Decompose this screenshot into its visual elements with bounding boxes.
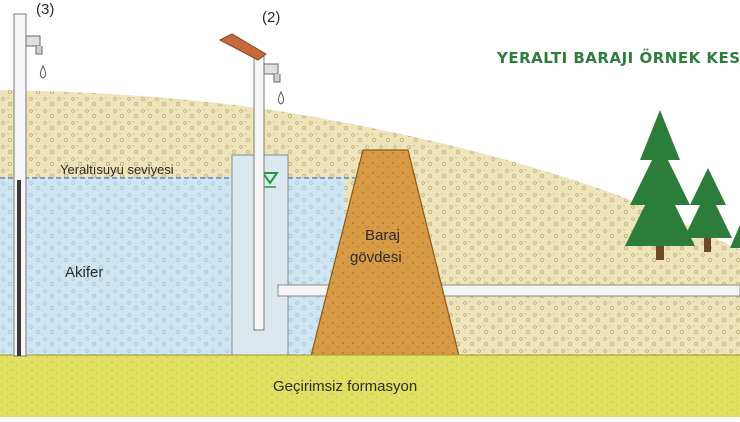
tree-medium <box>684 168 732 252</box>
impermeable-label: Geçirimsiz formasyon <box>273 378 417 395</box>
well-2 <box>218 33 285 331</box>
aquifer-zone <box>0 178 345 360</box>
well-3-label: (3) <box>36 1 54 18</box>
drain-pipe <box>277 284 740 297</box>
water-level-marker-icon <box>261 172 279 185</box>
well-2-label: (2) <box>262 9 280 26</box>
diagram-title: YERALTI BARAJI ÖRNEK KES <box>496 48 740 67</box>
tree-large <box>625 110 695 260</box>
water-drop-icon <box>277 90 285 105</box>
aquifer-label: Akifer <box>65 264 103 281</box>
water-drop-icon <box>39 64 47 79</box>
well-3 <box>13 13 47 357</box>
roof-cap-icon <box>218 33 267 61</box>
dam-label-line2: gövdesi <box>350 249 402 266</box>
dam-label-line1: Baraj <box>365 227 400 244</box>
tree-small <box>730 225 740 248</box>
water-level-label: Yeraltısuyu seviyesi <box>60 162 174 177</box>
impermeable-base <box>0 355 740 417</box>
